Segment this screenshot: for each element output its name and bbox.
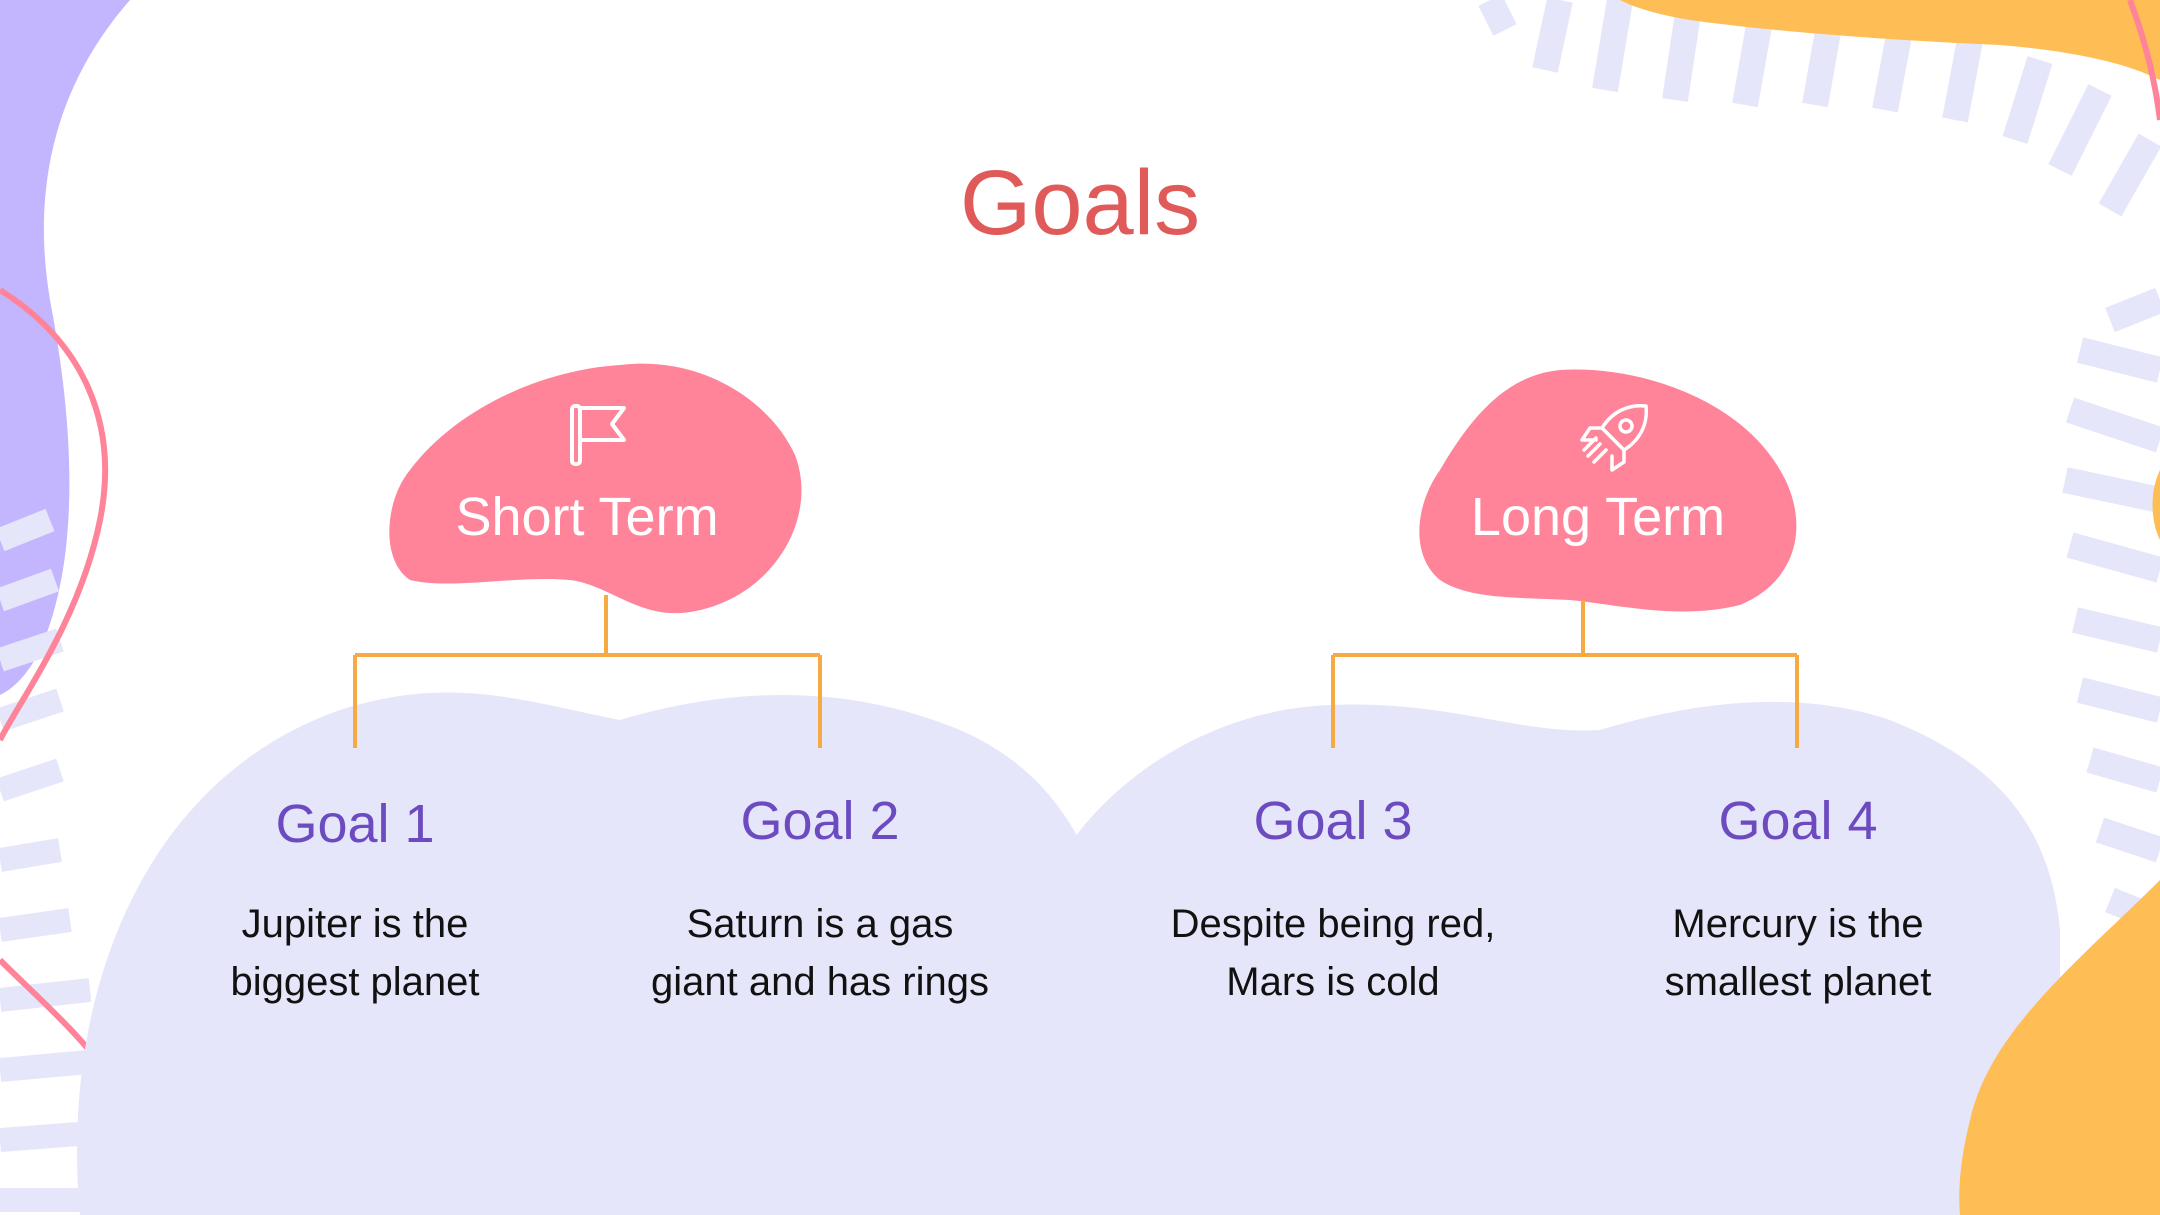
long-term-connector xyxy=(1331,600,1799,748)
category-label-long-term: Long Term xyxy=(1470,487,1726,547)
long-term-blob xyxy=(1419,369,1797,612)
goal-1-description-line-2: biggest planet xyxy=(230,960,480,1004)
right-stripes xyxy=(2062,287,2160,933)
top-right-stripes xyxy=(1478,0,2160,217)
right-lavender-cloud xyxy=(1060,701,2060,1215)
goal-2-description-line-2: giant and has rings xyxy=(650,960,989,1004)
short-term-connector xyxy=(353,595,822,748)
goal-3-title: Goal 3 xyxy=(1253,791,1413,851)
top-right-pink-line xyxy=(2127,0,2160,121)
goal-1-description: Jupiter is the biggest planet xyxy=(135,895,575,1011)
goal-3-description-line-1: Despite being red, xyxy=(1170,902,1496,946)
right-edge-orange-bump xyxy=(2152,470,2160,540)
goal-4-description-line-1: Mercury is the xyxy=(1672,902,1924,946)
left-lavender-cloud xyxy=(77,692,1090,1215)
flag-icon xyxy=(570,404,626,466)
slide-title: Goals xyxy=(959,152,1201,254)
top-right-orange-blob xyxy=(1620,0,2160,80)
goal-4-description-line-2: smallest planet xyxy=(1664,960,1932,1004)
goal-4-title: Goal 4 xyxy=(1718,791,1878,851)
goal-2-description: Saturn is a gas giant and has rings xyxy=(600,895,1040,1011)
rocket-icon xyxy=(1580,403,1649,472)
bottom-right-orange-blob xyxy=(1959,880,2160,1215)
category-label-short-term: Short Term xyxy=(455,487,719,547)
short-term-blob xyxy=(389,363,802,614)
goal-1-description-line-1: Jupiter is the xyxy=(241,902,469,946)
goal-1-title: Goal 1 xyxy=(275,794,435,854)
goal-4-description: Mercury is the smallest planet xyxy=(1578,895,2018,1011)
goal-2-description-line-1: Saturn is a gas xyxy=(686,902,954,946)
goal-2-title: Goal 2 xyxy=(740,791,900,851)
goal-3-description: Despite being red, Mars is cold xyxy=(1113,895,1553,1011)
goal-3-description-line-2: Mars is cold xyxy=(1226,960,1440,1004)
